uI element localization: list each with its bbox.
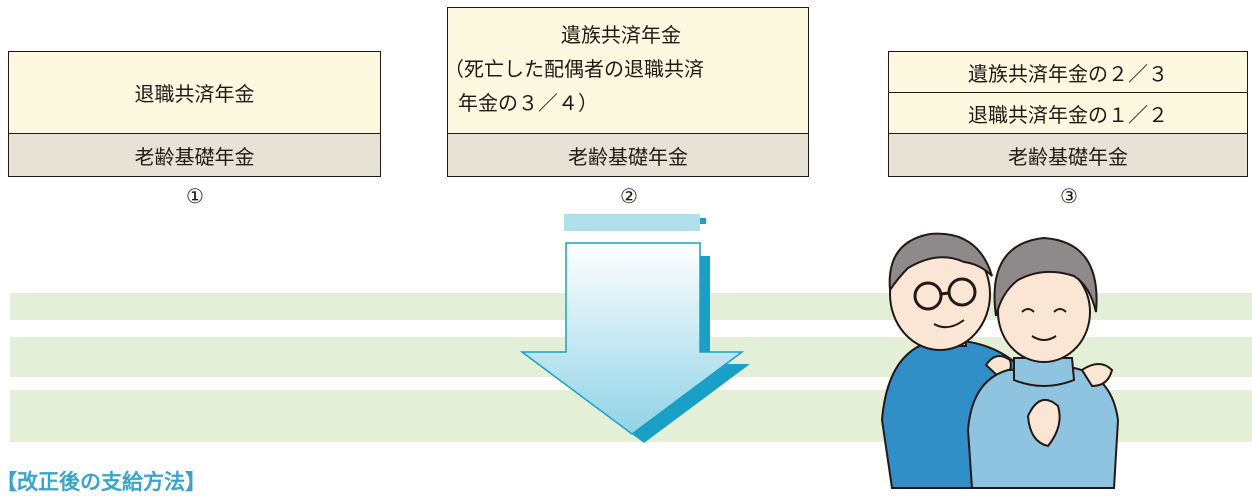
survivor-pension-text: 遺族共済年金 （死亡した配偶者の退職共済 年金の３／４） <box>444 18 802 120</box>
basic-pension-label: 老齢基礎年金 <box>1008 144 1128 169</box>
survivor-pension-line-2: （死亡した配偶者の退職共済 <box>444 57 704 81</box>
survivor-two-thirds-label: 遺族共済年金の２／３ <box>968 61 1168 86</box>
basic-pension-cell: 老齢基礎年金 <box>448 133 808 176</box>
retirement-half-cell: 退職共済年金の１／２ <box>889 92 1247 134</box>
down-arrow-icon <box>519 214 750 443</box>
diagram-number-3: ③ <box>1060 184 1078 208</box>
elderly-couple-illustration <box>880 232 1120 489</box>
pension-box-1: 退職共済年金 老齢基礎年金 <box>8 51 381 177</box>
survivor-two-thirds-cell: 遺族共済年金の２／３ <box>889 52 1247 92</box>
basic-pension-label: 老齢基礎年金 <box>134 144 255 169</box>
basic-pension-cell: 老齢基礎年金 <box>889 133 1247 176</box>
basic-pension-label: 老齢基礎年金 <box>568 144 688 169</box>
retirement-half-label: 退職共済年金の１／２ <box>968 103 1168 127</box>
section-heading: 【改正後の支給方法】 <box>0 470 206 494</box>
basic-pension-cell: 老齢基礎年金 <box>9 133 380 176</box>
pension-box-3: 遺族共済年金の２／３ 退職共済年金の１／２ 老齢基礎年金 <box>888 51 1248 177</box>
retirement-pension-cell: 退職共済年金 <box>9 52 380 133</box>
pension-box-2: 遺族共済年金 （死亡した配偶者の退職共済 年金の３／４） 老齢基礎年金 <box>444 7 809 177</box>
survivor-pension-line-1: 遺族共済年金 <box>561 23 681 47</box>
diagram-number-1: ① <box>186 184 204 208</box>
diagram-number-2: ② <box>620 184 638 208</box>
survivor-pension-cell: 遺族共済年金 （死亡した配偶者の退職共済 年金の３／４） <box>444 8 808 133</box>
survivor-pension-line-3: 年金の３／４） <box>458 91 598 115</box>
retirement-pension-label: 退職共済年金 <box>134 82 255 106</box>
